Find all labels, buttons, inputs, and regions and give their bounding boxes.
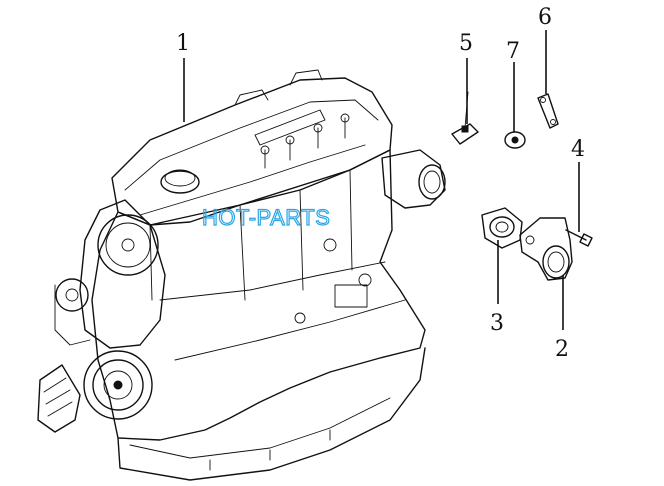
part-7-seal bbox=[504, 131, 526, 149]
callout-numbers: 1 2 3 4 5 6 7 bbox=[176, 5, 585, 362]
callout-5: 5 bbox=[459, 31, 473, 56]
engine-block-drawing bbox=[37, 69, 446, 481]
callout-3: 3 bbox=[490, 311, 504, 336]
callout-2: 2 bbox=[555, 337, 569, 362]
callout-7: 7 bbox=[506, 39, 520, 64]
part-6-bracket bbox=[537, 93, 559, 129]
callout-1: 1 bbox=[176, 31, 190, 56]
part-5-sensor bbox=[451, 91, 479, 145]
callout-4: 4 bbox=[571, 137, 585, 162]
leader-lines bbox=[183, 30, 580, 330]
part-4-bolt bbox=[565, 229, 593, 247]
callout-6: 6 bbox=[538, 5, 552, 30]
part-3-thermostat bbox=[481, 207, 523, 249]
part-2-outlet-housing bbox=[519, 217, 573, 281]
watermark-text: HOT-PARTS bbox=[202, 205, 330, 230]
